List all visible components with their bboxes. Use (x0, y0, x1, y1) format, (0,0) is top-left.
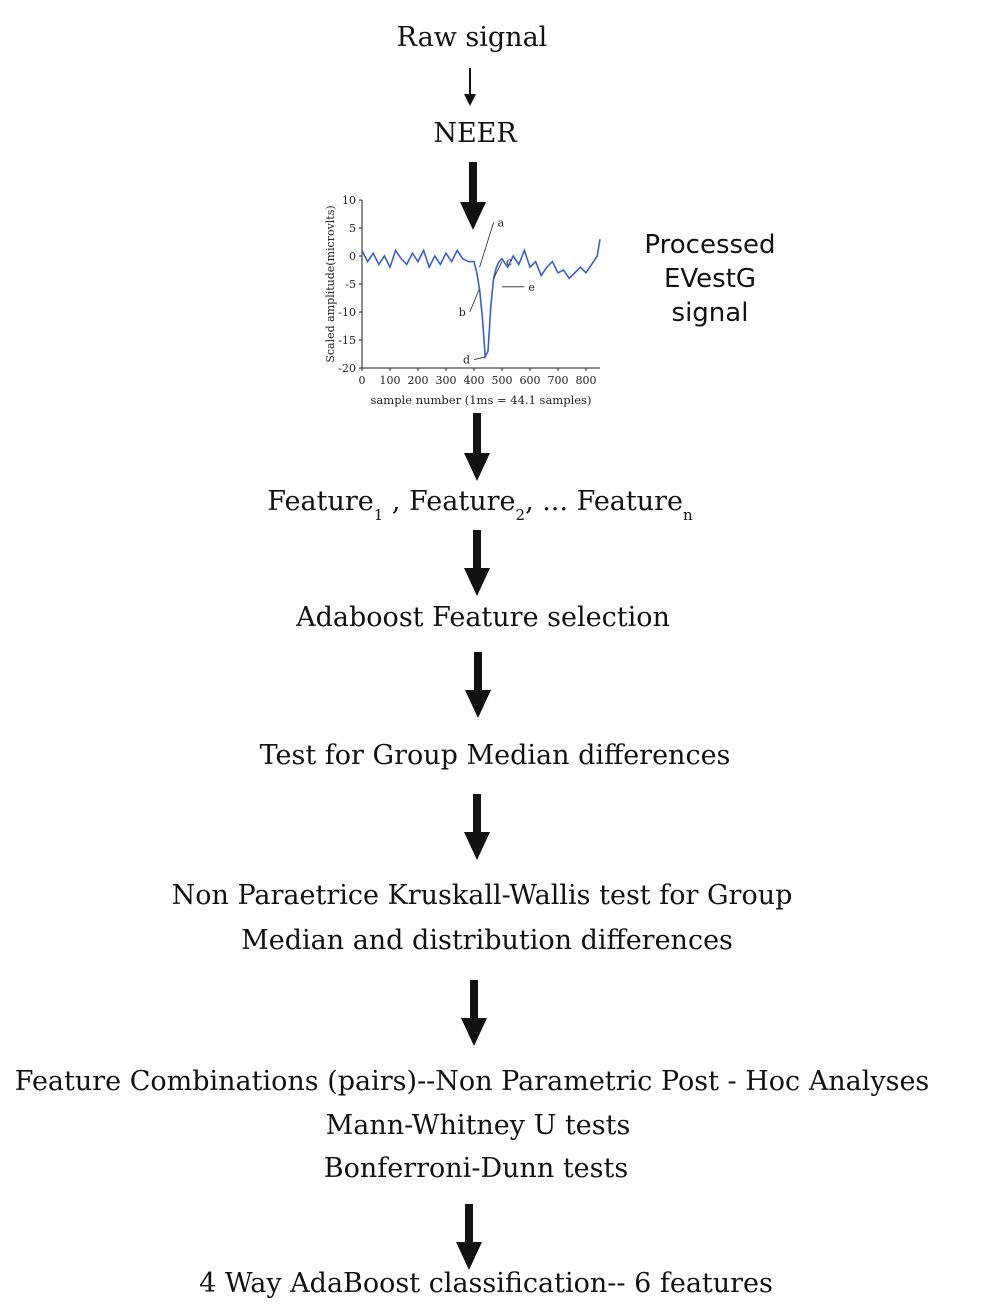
y-tick-label: 0 (349, 250, 356, 263)
x-tick-label: 200 (408, 374, 429, 387)
y-tick-label: -5 (345, 278, 356, 291)
annotation-e: e (528, 281, 535, 294)
thick-arrow-down (464, 530, 490, 596)
annotation-leader-c (493, 261, 503, 279)
x-tick-label: 500 (492, 374, 513, 387)
processed-signal-label: Processed EVestG signal (620, 228, 800, 330)
step-kruskal-wallis-line1: Non Paraetrice Kruskall-Wallis test for … (171, 880, 793, 911)
feature-separator-2: , ... (525, 486, 577, 517)
feature-1-subscript: 1 (373, 506, 384, 524)
annotation-c: c (506, 256, 512, 269)
annotation-leader-b (469, 289, 480, 313)
x-tick-label: 800 (576, 374, 597, 387)
processed-label-line2: EVestG (663, 264, 757, 294)
processed-label-line1: Processed (644, 230, 776, 260)
y-tick-label: 5 (349, 222, 356, 235)
step-median-test: Test for Group Median differences (259, 740, 731, 771)
y-axis-label: Scaled amplitude(microvlts) (324, 205, 337, 362)
feature-n-label: Feature (576, 486, 684, 517)
y-tick-label: -20 (338, 362, 356, 375)
annotation-b: b (459, 306, 466, 319)
feature-n-subscript: n (683, 506, 693, 524)
y-tick-label: -15 (338, 334, 356, 347)
annotation-leader-a (479, 222, 494, 268)
step-kruskal-wallis-line2: Median and distribution differences (241, 925, 733, 956)
thick-arrow-down (465, 652, 491, 718)
step-adaboost-feature-selection: Adaboost Feature selection (296, 602, 670, 633)
x-tick-label: 400 (464, 374, 485, 387)
step-features: Feature1 , Feature2, ... Featuren (0, 486, 980, 523)
thick-arrow-down (461, 980, 487, 1046)
step-feature-combinations-line3: Bonferroni-Dunn tests (323, 1153, 629, 1184)
processed-label-line3: signal (671, 298, 749, 328)
x-tick-label: 600 (520, 374, 541, 387)
x-tick-label: 700 (548, 374, 569, 387)
x-tick-label: 100 (380, 374, 401, 387)
step-neer: NEER (433, 118, 517, 149)
annotation-a: a (498, 216, 505, 229)
x-tick-label: 300 (436, 374, 457, 387)
annotation-d: d (463, 354, 470, 367)
y-tick-label: 10 (342, 194, 356, 207)
step-feature-combinations-line2: Mann-Whitney U tests (325, 1110, 631, 1141)
x-axis-label: sample number (1ms = 44.1 samples) (371, 393, 592, 407)
feature-1-label: Feature (267, 486, 374, 517)
feature-2-label: Feature (409, 486, 516, 517)
thick-arrow-down (460, 162, 486, 230)
thick-arrow-down (456, 1204, 482, 1270)
step-classification: 4 Way AdaBoost classification-- 6 featur… (199, 1268, 773, 1299)
thick-arrow-down (464, 413, 490, 481)
x-tick-label: 0 (359, 374, 366, 387)
feature-2-subscript: 2 (515, 506, 526, 524)
y-tick-label: -10 (338, 306, 356, 319)
signal-line (361, 239, 601, 360)
annotation-leader-d (473, 356, 486, 360)
step-feature-combinations-line1: Feature Combinations (pairs)--Non Parame… (14, 1066, 930, 1097)
thick-arrow-down (464, 794, 490, 860)
step-raw-signal: Raw signal (396, 22, 548, 53)
thin-arrow-down (464, 68, 476, 106)
feature-separator-1: , (383, 486, 410, 517)
